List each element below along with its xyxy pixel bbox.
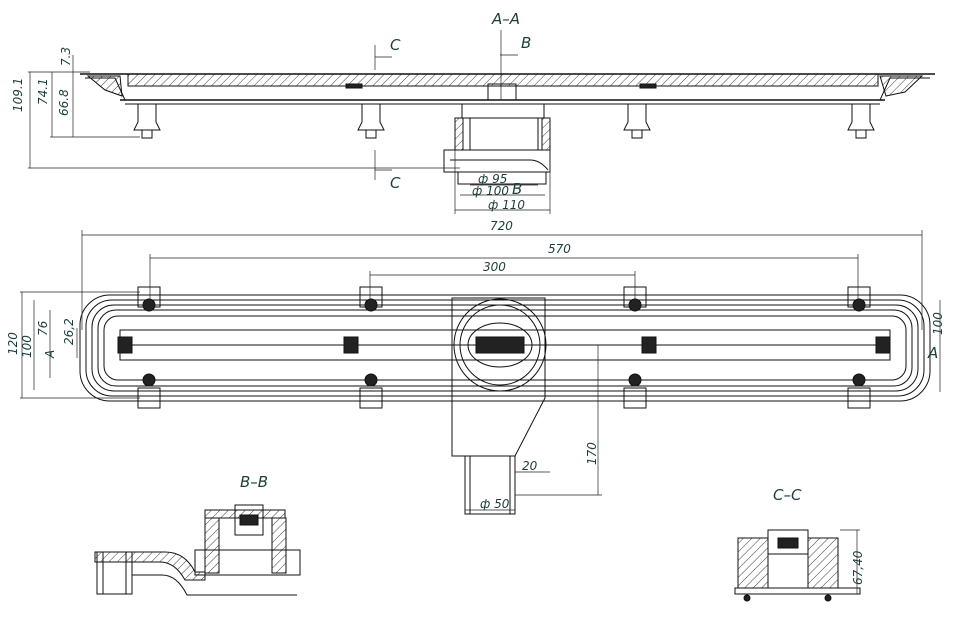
dimension-label: A [927,344,938,362]
plan-dimensions: 720 570 300 120 100 76 26,2 A 100 A 170 [6,219,945,511]
dimension-label: 100 [931,312,945,335]
dimension-label: 120 [6,332,20,355]
dimension-label: 170 [585,442,599,465]
dimension-label: 26,2 [62,318,76,345]
section-bb-title: B–B [240,473,268,491]
dimension-label: 67,40 [851,550,865,585]
section-bb-view: B–B [94,473,301,596]
dimension-label: A [43,350,57,359]
dimension-label: B [521,34,531,52]
cut-marker-c-bottom: C [374,150,401,192]
dimension-label: ф 50 [480,497,510,511]
dimension-label: 300 [483,260,506,274]
dimension-label: C [390,174,401,192]
dimension-label: 720 [490,219,513,233]
dimension-label: ф 100 [472,184,509,198]
dimension-label: 109.1 [11,78,25,112]
mounting-brackets [117,286,891,409]
section-cc-view: C–C 67,40 [734,486,865,602]
dimension-label: 20 [522,459,538,473]
dimension-label: ф 95 [478,172,507,186]
drain-outlet-plan [451,297,547,515]
cut-marker-c-top: C [374,36,401,70]
height-dimensions: 109.1 74.1 66.8 7.3 [11,47,460,169]
dimension-label: 66.8 [57,89,71,116]
support-feet [133,104,875,139]
dimension-label: C [390,36,401,54]
dimension-label: 570 [548,242,571,256]
dimension-label: 7.3 [59,47,73,66]
dimension-label: B [512,180,522,198]
dimension-label: ф 110 [488,198,525,212]
section-cc-title: C–C [773,486,802,504]
section-aa-view: A–A C [11,10,935,214]
dimension-label: 74.1 [36,78,50,105]
dimension-label: 76 [36,320,50,336]
section-aa-title: A–A [491,10,520,28]
dimension-label: 100 [20,335,34,358]
cut-marker-b: B [500,34,531,56]
plan-view: 720 570 300 120 100 76 26,2 A 100 A 170 [6,219,945,515]
